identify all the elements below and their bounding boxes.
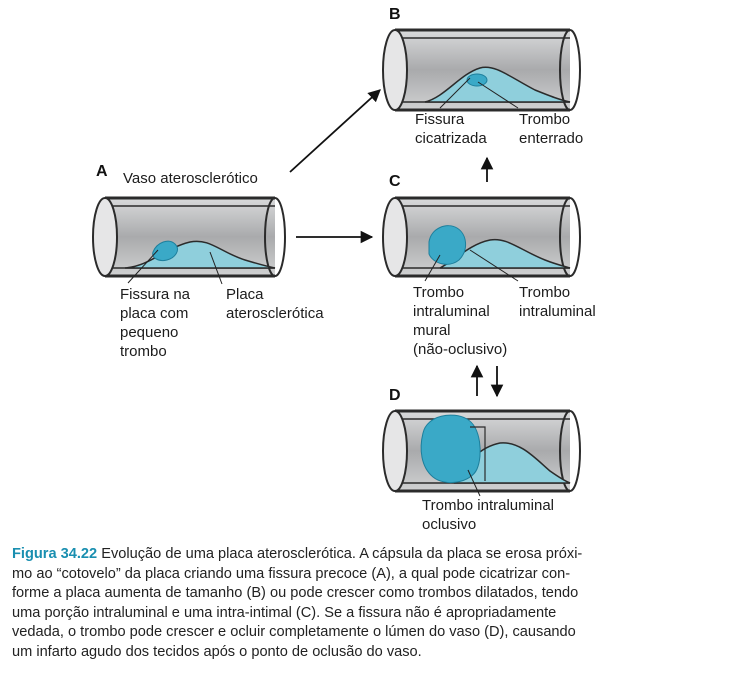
figure-caption: Figura 34.22 Evolução de uma placa atero… [12,545,734,662]
label-intraluminal-thrombus: Trombo intraluminal [519,284,596,320]
caption-line-5: vedada, o trombo pode crescer e ocluir c… [12,624,576,640]
leader-d-occlusive [467,469,481,497]
caption-line-2: mo ao “cotovelo” da placa criando uma fi… [12,565,571,582]
vessel-a [92,196,286,278]
panel-letter-b: B [389,6,401,23]
caption-line-6: um infarto agudo dos tecidos após o pont… [12,643,422,660]
caption-line-1: Figura 34.22 Evolução de uma placa atero… [12,546,583,562]
caption-line-4: uma porção intraluminal e uma intra-inti… [12,604,557,621]
occlusive-thrombus-d [420,414,481,484]
leader-b-thrombus [477,81,519,109]
label-healed-fissure: Fissura cicatrizada [415,111,487,147]
leader-a-plaque [209,251,223,285]
mural-thrombus-c [428,225,466,265]
vessel-b [382,28,581,112]
panel-letter-c: C [389,173,401,190]
panel-letter-d: D [389,387,401,404]
leader-c-intraluminal [469,249,519,282]
panel-letter-a: A [96,163,108,180]
leader-a-fissure [127,249,159,284]
label-atherosclerotic-plaque: Placa aterosclerótica [226,286,324,322]
label-mural-thrombus: Trombo intraluminal mural (não-oclusivo) [413,284,508,358]
vessel-c [382,196,581,278]
leader-b-fissure [439,77,471,109]
label-buried-thrombus: Trombo enterrado [519,111,584,147]
caption-line-3: forme a placa aumenta de tamanho (B) ou … [12,585,579,601]
atherosclerosis-diagram [92,28,581,497]
panel-a-title: Vaso aterosclerótico [123,170,258,187]
label-fissure-small-thrombus: Fissura na placa com pequeno trombo [120,286,191,360]
arrow-a-to-b [289,89,381,173]
vessel-d [382,409,581,493]
buried-thrombus-b [466,73,488,87]
small-thrombus-a [152,240,178,261]
figure-number: Figura 34.22 [12,546,98,562]
label-occlusive-thrombus: Trombo intraluminal oclusivo [422,497,554,533]
leader-c-mural [424,254,441,282]
